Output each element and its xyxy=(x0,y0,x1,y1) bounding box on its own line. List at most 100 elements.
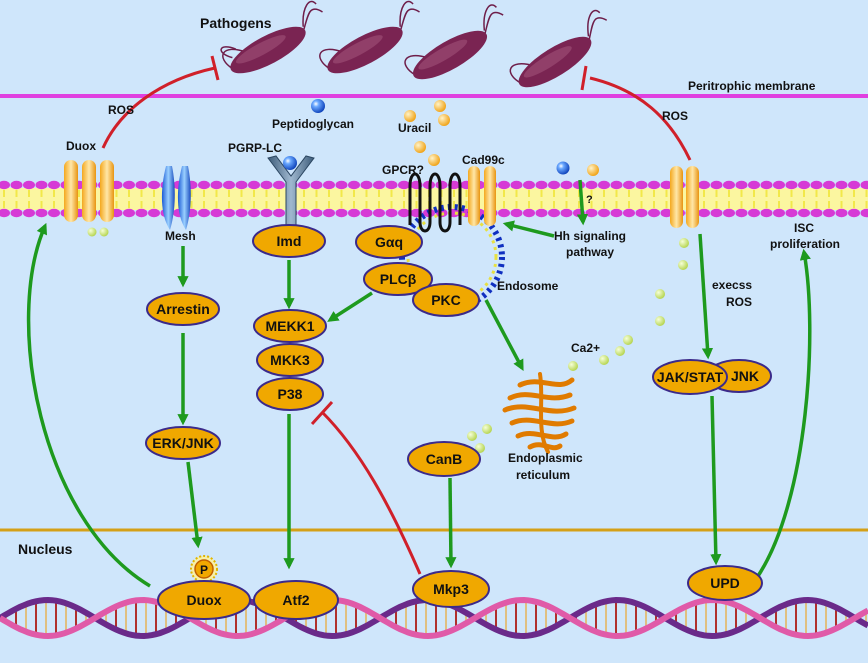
arrow-hh-question xyxy=(576,179,589,226)
lipid-head xyxy=(835,180,848,190)
lipid-head xyxy=(273,180,285,190)
isc-label: ISC xyxy=(794,221,814,235)
lipid-head xyxy=(610,208,623,218)
lipid-head xyxy=(23,208,35,218)
lipid-head xyxy=(535,180,548,190)
lipid-head xyxy=(310,208,323,218)
endosome-inner-icon xyxy=(406,211,498,303)
endosome-label: Endosome xyxy=(497,279,559,293)
lipid-head xyxy=(598,180,610,190)
node-mekk1: MEKK1 xyxy=(253,309,327,343)
arrow-duox-loop xyxy=(26,222,151,588)
lipid-head xyxy=(323,208,335,218)
lipid-head xyxy=(35,208,48,218)
lipid-head xyxy=(698,208,710,218)
peptidoglycan-icon xyxy=(311,99,325,113)
lipid-head xyxy=(48,208,60,218)
ros-execss-label: ROS xyxy=(726,295,752,309)
lipid-head xyxy=(760,180,773,190)
cad99c-label: Cad99c xyxy=(462,153,505,167)
hh-question-label: ? xyxy=(586,194,593,206)
hh-pathway-label: pathway xyxy=(566,245,614,259)
lipid-head xyxy=(773,208,785,218)
lipid-head xyxy=(610,180,623,190)
execss-label: execss xyxy=(712,278,752,292)
lipid-head xyxy=(248,208,260,218)
lipid-head xyxy=(585,180,598,190)
duox-membrane-label: Duox xyxy=(66,139,96,153)
lipid-head xyxy=(848,208,860,218)
lipid-head xyxy=(260,208,273,218)
lipid-head xyxy=(510,180,523,190)
lipid-head xyxy=(10,180,23,190)
pathogens-label: Pathogens xyxy=(200,15,272,31)
er-label-1: Endoplasmic xyxy=(508,451,583,465)
node-atf2: Atf2 xyxy=(253,580,339,620)
lipid-head xyxy=(135,180,148,190)
lipid-head xyxy=(523,208,535,218)
lipid-head xyxy=(585,208,598,218)
pgrp-lc-label: PGRP-LC xyxy=(228,141,282,155)
lipid-head xyxy=(810,208,823,218)
lipid-head xyxy=(798,180,810,190)
node-erk-jnk: ERK/JNK xyxy=(145,426,221,460)
hh-ligand-orange-icon xyxy=(587,164,599,176)
arrow-erk-p xyxy=(186,461,203,549)
dna-strand-1 xyxy=(0,596,868,640)
node-jak-stat-label: JAK/STAT xyxy=(657,369,724,385)
uracil-molecules xyxy=(404,100,450,166)
mesh-label: Mesh xyxy=(165,229,196,243)
ca2-label: Ca2+ xyxy=(571,341,600,355)
lipid-head xyxy=(798,208,810,218)
lipid-head xyxy=(123,180,135,190)
ros-inhibition-right xyxy=(580,65,692,161)
arrow-canb-mkp3 xyxy=(445,477,457,569)
node-mekk1-label: MEKK1 xyxy=(265,318,314,334)
mesh-receptor-icon xyxy=(161,166,191,230)
lipid-tail-band xyxy=(0,188,868,210)
node-plcb: PLCβ xyxy=(363,262,433,296)
lipid-head xyxy=(860,180,868,190)
node-p38-label: P38 xyxy=(278,386,303,402)
lipid-head xyxy=(860,208,868,218)
pathogen-icon xyxy=(319,0,420,74)
lipid-head xyxy=(560,208,573,218)
lipid-head xyxy=(398,208,410,218)
lipid-head xyxy=(148,208,160,218)
pathogen-icon xyxy=(404,4,504,80)
right-duox-receptor-icon xyxy=(670,166,699,228)
node-erk-jnk-label: ERK/JNK xyxy=(152,435,213,451)
node-mkp3: Mkp3 xyxy=(412,570,490,608)
lipid-head xyxy=(198,208,210,218)
lipid-head xyxy=(298,208,310,218)
lipid-head xyxy=(560,180,573,190)
node-atf2-label: Atf2 xyxy=(282,592,309,608)
lipid-head xyxy=(548,208,560,218)
lipid-head xyxy=(23,180,35,190)
isc-proliferation-label: proliferation xyxy=(770,237,840,251)
cad99c-receptor-icon xyxy=(468,166,496,226)
lipid-head xyxy=(710,180,723,190)
arrow-receptor-jak xyxy=(698,233,714,360)
lipid-head xyxy=(635,208,648,218)
lipid-head xyxy=(35,180,48,190)
lipid-head xyxy=(148,180,160,190)
node-arrestin-label: Arrestin xyxy=(156,301,210,317)
lipid-head xyxy=(373,208,385,218)
lipid-head xyxy=(123,208,135,218)
node-arrestin: Arrestin xyxy=(146,292,220,326)
lipid-head xyxy=(523,180,535,190)
pathogen-icon xyxy=(220,0,323,74)
pathogens xyxy=(220,0,608,88)
lipid-head xyxy=(660,208,673,218)
lipid-head xyxy=(723,180,735,190)
uracil-label: Uracil xyxy=(398,121,431,135)
lipid-head xyxy=(548,180,560,190)
lipid-head xyxy=(335,180,348,190)
lipid-head xyxy=(823,180,835,190)
lipid-head xyxy=(510,208,523,218)
lipid-head xyxy=(298,180,310,190)
node-gaq-label: Gαq xyxy=(375,234,403,250)
ros-dots xyxy=(655,238,689,326)
